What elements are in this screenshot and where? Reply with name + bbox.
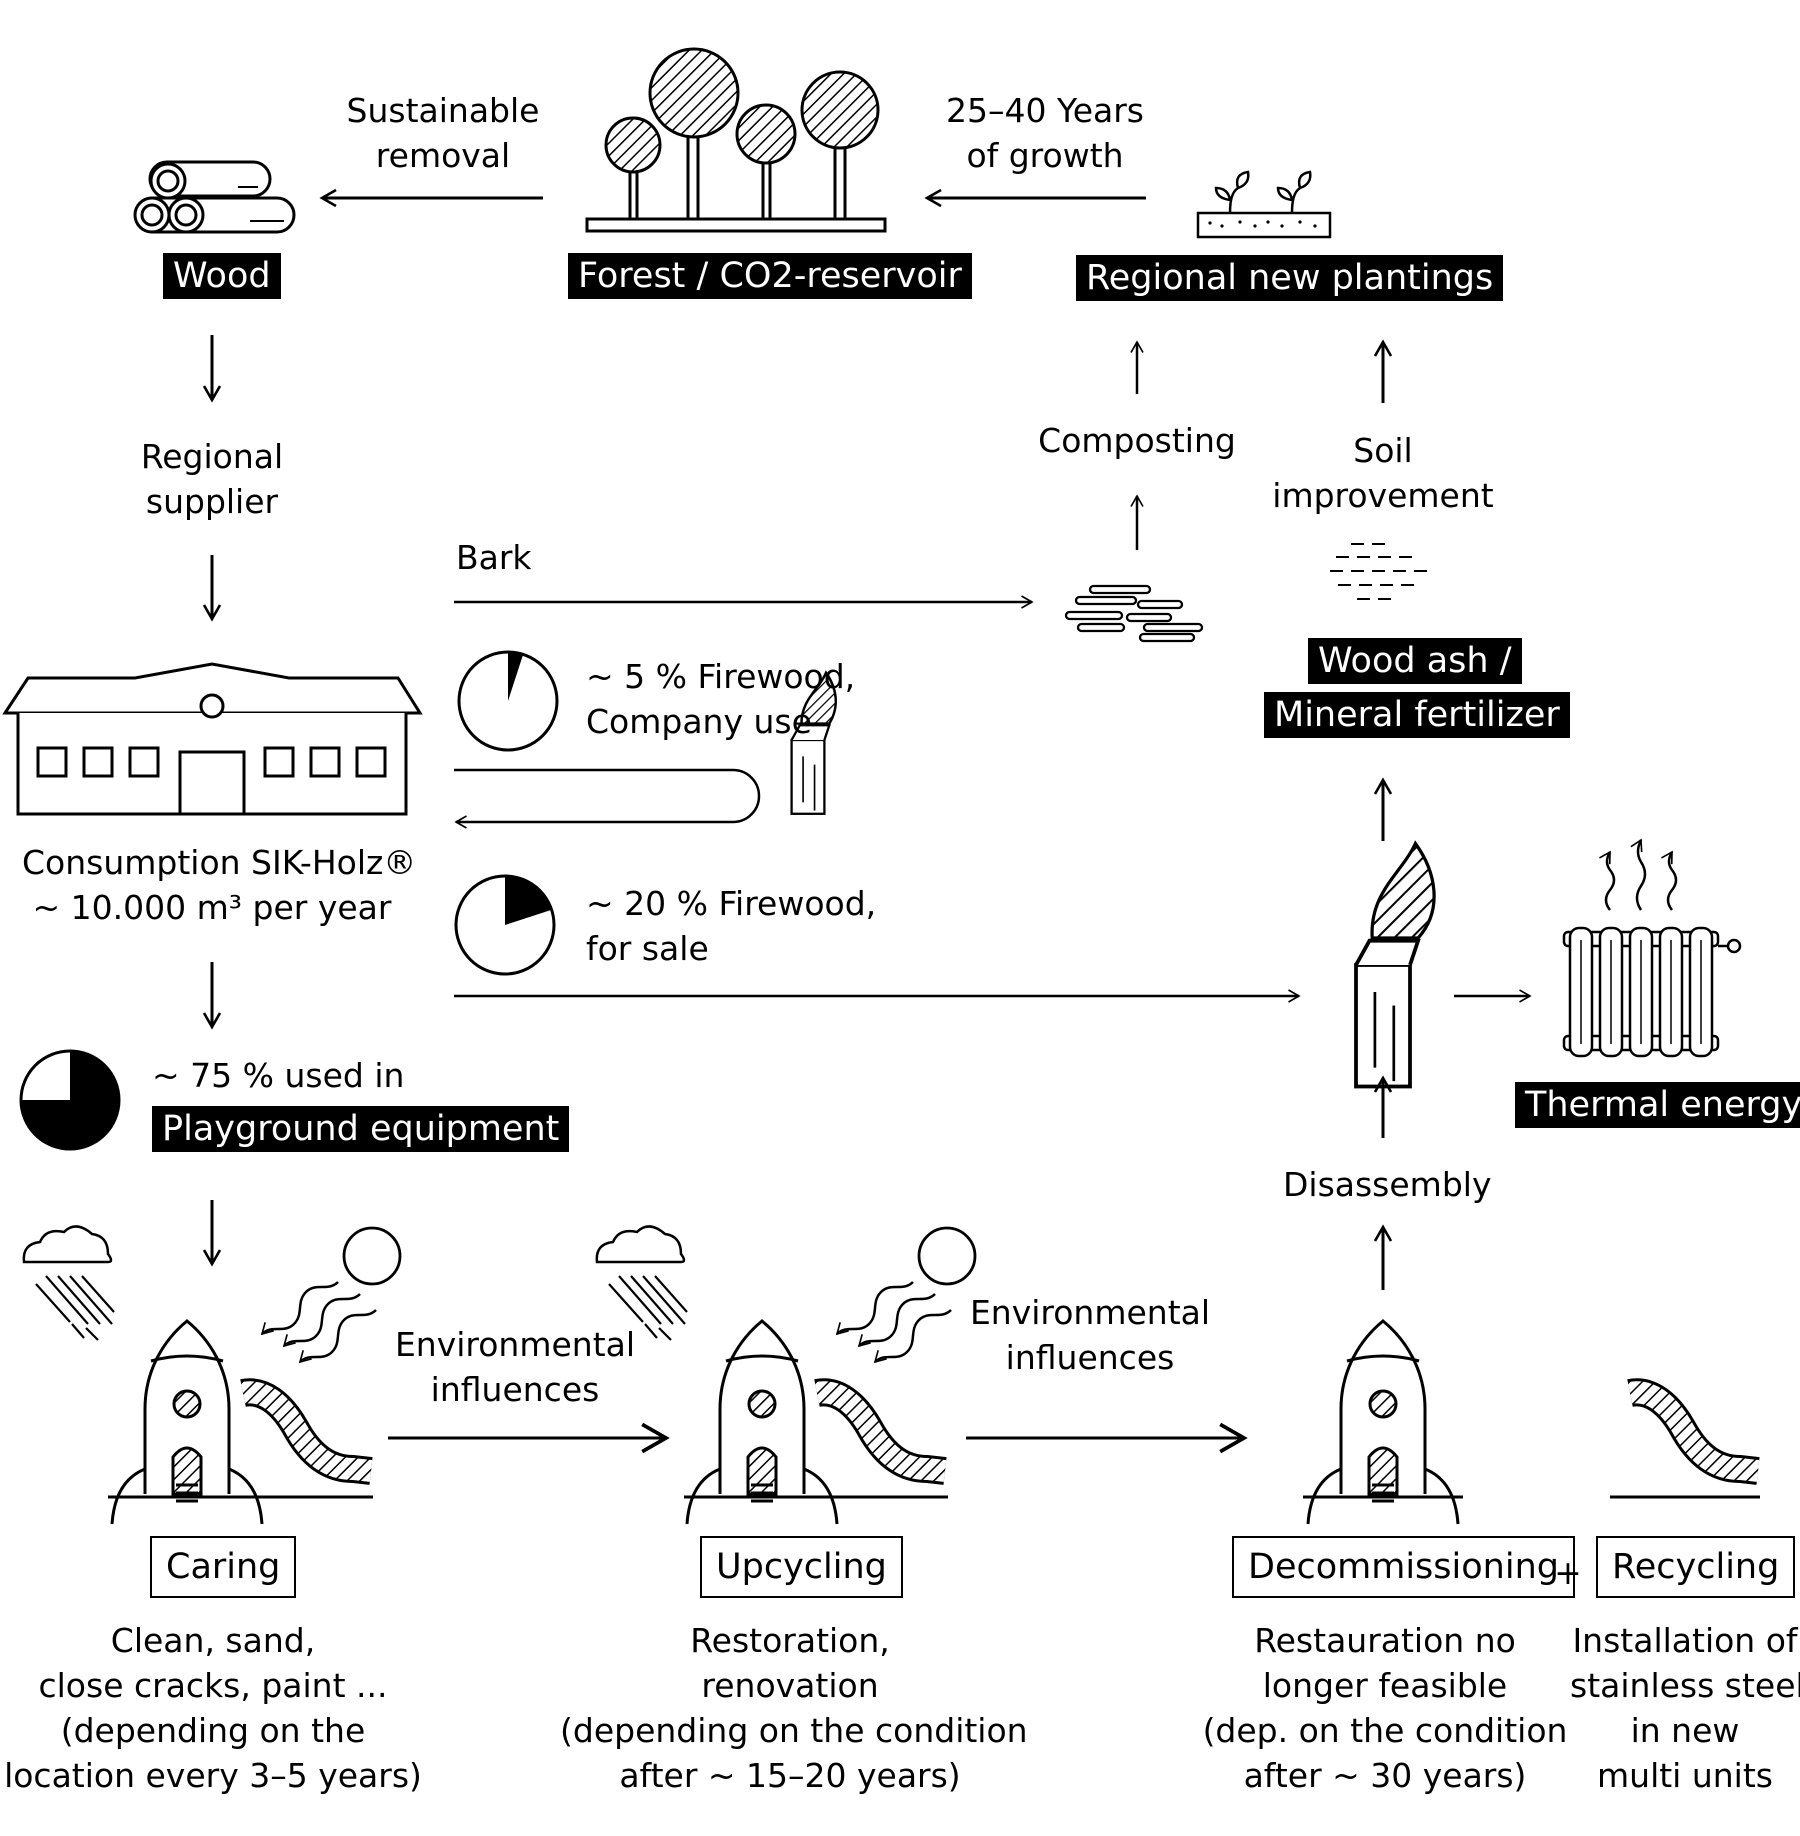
bark-label: Bark: [456, 538, 532, 577]
playground-rocket-caring: [108, 1319, 373, 1526]
pie-playground-equipment: [19, 1049, 121, 1151]
playground-equipment-node: Playground equipment: [152, 1106, 570, 1152]
plus-sign: +: [1554, 1553, 1582, 1592]
caring-stage-label: Caring: [150, 1536, 297, 1598]
thermal-energy-node: Thermal energy: [1515, 1082, 1800, 1128]
factory-building-icon: [2, 662, 423, 816]
upcycling-description: Restoration,renovation (depending on the…: [560, 1621, 1028, 1795]
caring-description: Clean, sand,close cracks, paint ... (dep…: [4, 1621, 422, 1795]
recycling-stage-label: Recycling: [1596, 1536, 1796, 1598]
composting-label: Composting: [1038, 421, 1236, 460]
forest-node: Forest / CO2-reservoir: [568, 253, 972, 299]
forest-trees-icon: [585, 47, 887, 233]
radiator-icon: [1562, 838, 1742, 1058]
pie-firewood-for-sale: [454, 874, 556, 976]
decommissioning-stage-label: Decommissioning: [1232, 1536, 1575, 1598]
playground-rocket-upcycling: [684, 1319, 948, 1526]
pie-slice-75pct: [22, 1052, 118, 1148]
weather-icons-2: [595, 1225, 975, 1362]
recycled-slide-icon: [1610, 1392, 1760, 1499]
wood-ash-node: Wood ash /: [1308, 638, 1522, 684]
disassembly-label: Disassembly: [1283, 1165, 1492, 1204]
plantings-node: Regional new plantings: [1076, 255, 1504, 301]
burning-log-icon: [1354, 840, 1436, 1089]
mineral-fertilizer-node: Mineral fertilizer: [1264, 692, 1570, 738]
wood-node: Wood: [163, 253, 281, 299]
pie-firewood-company-use: [457, 650, 559, 752]
seedlings-icon: [1196, 170, 1332, 239]
firewood-sale-label: ~ 20 % Firewood,for sale: [586, 884, 877, 968]
firewood-company-label: ~ 5 % Firewood,Company use: [586, 657, 856, 741]
consumption-label: Consumption SIK-Holz®~ 10.000 m³ per yea…: [22, 843, 417, 927]
playground-share-label: ~ 75 % used in: [152, 1056, 405, 1095]
playground-rocket-decommissioned: [1303, 1319, 1463, 1526]
pie-slice-5pct: [508, 653, 523, 701]
bark-chips-icon: [1064, 584, 1204, 643]
wood-logs-icon: [133, 160, 296, 234]
pie-slice-20pct: [505, 877, 551, 925]
firewood-log-icon: [790, 670, 837, 815]
upcycling-stage-label: Upcycling: [700, 1536, 903, 1598]
ash-dashes-icon: [1330, 543, 1427, 600]
